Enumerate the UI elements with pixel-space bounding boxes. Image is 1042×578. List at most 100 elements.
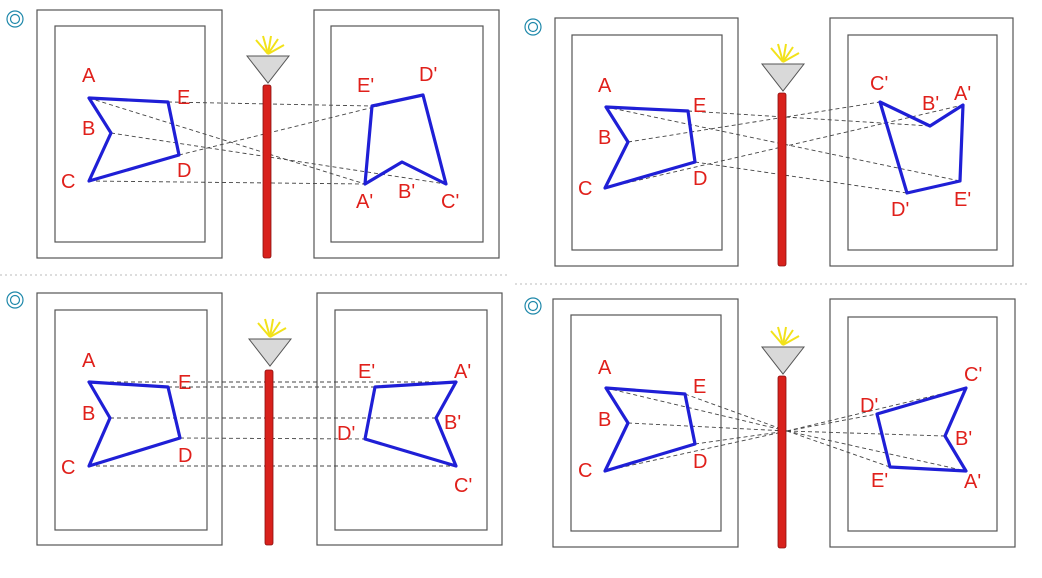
light-ray-E <box>687 110 931 127</box>
object-label-e: E <box>693 376 706 398</box>
object-label-a: A <box>82 65 96 87</box>
lamp-ray <box>782 335 800 346</box>
lamp-ray <box>269 321 281 338</box>
object-label-e: E <box>177 87 190 109</box>
image-label-c: C' <box>441 191 459 213</box>
lamp-ray <box>267 38 279 55</box>
object-label-b: B <box>82 118 95 140</box>
red-pole <box>777 375 787 549</box>
image-label-c: C' <box>870 73 888 95</box>
radio-circle-icon[interactable] <box>524 18 542 36</box>
radio-outer-ring <box>6 291 24 309</box>
red-pole <box>777 92 787 267</box>
lamp-ray <box>264 318 271 338</box>
object-label-a: A <box>82 350 96 372</box>
object-shape <box>603 386 697 473</box>
image-label-b: B' <box>444 412 461 434</box>
light-ray-C-image <box>786 387 967 432</box>
object-label-e: E <box>693 95 706 117</box>
object-label-c: C <box>61 171 75 193</box>
light-ray-D <box>694 430 788 445</box>
light-ray-B <box>627 422 788 432</box>
lamp-shade <box>247 338 293 367</box>
image-label-e: E' <box>358 361 375 383</box>
lamp-icon <box>245 35 291 84</box>
lamp-ray <box>269 318 274 338</box>
object-label-d: D <box>178 445 192 467</box>
image-label-d: D' <box>337 423 355 445</box>
object-label-d: D <box>693 168 707 190</box>
radio-circle-icon[interactable] <box>524 297 542 315</box>
object-frame-inner <box>571 34 723 251</box>
image-shape <box>363 380 458 468</box>
light-ray-E-image <box>786 430 891 468</box>
lamp-icon <box>760 43 806 92</box>
lamp-ray <box>777 326 784 346</box>
object-shape <box>603 105 697 190</box>
object-label-b: B <box>598 409 611 431</box>
light-ray-E <box>167 101 373 107</box>
object-label-c: C <box>578 460 592 482</box>
radio-outer-ring <box>6 10 24 28</box>
light-ray-A-image <box>786 430 967 472</box>
light-ray-C <box>604 430 788 472</box>
image-label-a: A' <box>454 361 471 383</box>
light-ray-D-image <box>786 413 878 432</box>
image-label-b: B' <box>955 428 972 450</box>
radio-inner-ring <box>9 13 21 25</box>
radio-inner-ring <box>527 300 539 312</box>
red-pole <box>262 84 272 259</box>
lamp-ray <box>782 329 794 346</box>
image-shape <box>878 100 965 195</box>
object-label-a: A <box>598 75 612 97</box>
lamp-ray <box>782 46 794 63</box>
object-frame-outer <box>36 9 223 259</box>
light-ray-E <box>684 393 788 432</box>
radio-circle-icon[interactable] <box>6 291 24 309</box>
radio-outer-ring <box>524 18 542 36</box>
screen-frame-inner <box>847 34 998 251</box>
object-frame-inner <box>570 314 722 532</box>
radio-inner-ring <box>9 294 21 306</box>
object-frame-inner <box>54 25 206 243</box>
object-frame-inner <box>54 309 208 531</box>
image-shape <box>363 93 448 186</box>
lamp-ray <box>777 43 784 63</box>
image-label-a: A' <box>356 191 373 213</box>
screen-frame-outer <box>313 9 500 259</box>
lamp-ray <box>267 35 272 55</box>
object-label-a: A <box>598 357 612 379</box>
light-ray-B <box>110 132 447 185</box>
object-shape <box>87 380 182 468</box>
light-ray-C <box>88 180 366 185</box>
radio-inner-ring <box>527 21 539 33</box>
image-label-e: E' <box>357 75 374 97</box>
lamp-ray <box>770 330 784 346</box>
object-frame-outer <box>552 298 739 548</box>
light-ray-D <box>694 161 908 194</box>
red-pole <box>264 369 274 546</box>
lamp-shade <box>245 55 291 84</box>
image-label-d: D' <box>419 64 437 86</box>
lamp-icon <box>760 326 806 375</box>
object-label-e: E <box>178 372 191 394</box>
answer-option-top-left[interactable]: AA'BB'CC'DD'EE' <box>6 9 500 259</box>
lamp-ray <box>782 43 787 63</box>
image-label-d: D' <box>860 395 878 417</box>
light-ray-B <box>627 101 881 143</box>
screen-frame-inner <box>334 309 488 531</box>
image-label-c: C' <box>964 364 982 386</box>
lamp-shade <box>760 346 806 375</box>
answer-option-bottom-right[interactable]: AA'BB'CC'DD'EE' <box>524 297 1016 549</box>
light-ray-A <box>88 97 366 185</box>
screen-frame-outer <box>829 17 1014 267</box>
image-label-e: E' <box>954 189 971 211</box>
lamp-ray <box>262 35 269 55</box>
object-label-d: D <box>177 160 191 182</box>
radio-circle-icon[interactable] <box>6 10 24 28</box>
lamp-ray <box>267 44 285 55</box>
object-label-c: C <box>61 457 75 479</box>
